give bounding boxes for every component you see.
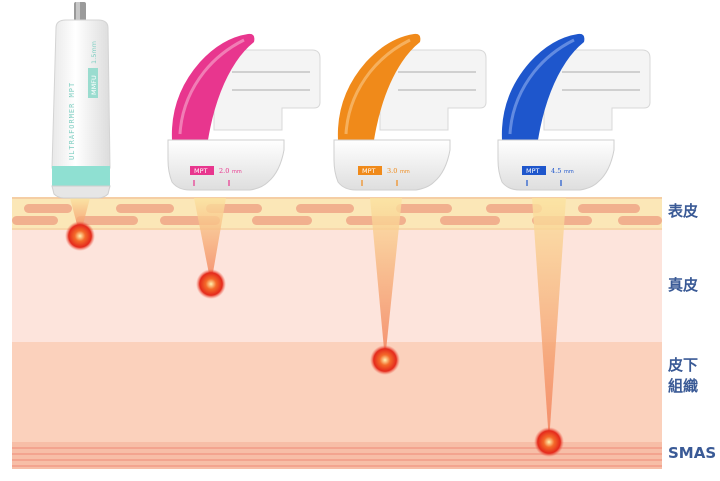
cartridge-orange-unit: mm [400,169,410,175]
handpiece-device: ULTRAFORMER MPT MMFU 1.5mm [51,2,111,199]
smas-layer [12,442,662,469]
focus-point-smas [534,427,564,457]
ultrasound-beam-4 [532,198,566,442]
handpiece-model-text: ULTRAFORMER MPT [68,82,76,160]
dermis-layer [12,230,662,342]
label-smas: SMAS [668,444,717,462]
cartridge-blue: MPT 4.5 mm [497,33,651,191]
cartridge-orange-badge: MPT [362,167,376,175]
cartridge-blue-unit: mm [564,169,574,175]
label-epidermis: 表皮 [668,202,699,220]
cartridge-pink-unit: mm [232,169,242,175]
cartridge-pink: MPT 2.0 mm [167,33,321,191]
cartridge-blue-depth: 4.5 [551,167,561,175]
handpiece-depth-text: 1.5mm [90,41,98,64]
focus-point-epidermis [65,221,95,251]
cartridge-pink-badge: MPT [194,167,208,175]
ultrasound-beam-3 [370,198,402,360]
label-dermis: 真皮 [668,276,699,294]
focus-point-subcutaneous [370,345,400,375]
focus-point-dermis [196,269,226,299]
subcutaneous-layer [12,342,662,442]
cartridge-orange-depth: 3.0 [387,167,397,175]
cartridge-pink-depth: 2.0 [219,167,229,175]
ultrasound-beam-2 [194,198,226,284]
label-subcutaneous: 皮下 組織 [668,356,699,395]
cartridge-blue-badge: MPT [526,167,540,175]
cartridge-orange: MPT 3.0 mm [333,33,487,191]
handpiece-badge-text: MMFU [90,75,98,95]
ultrasound-beam-1 [70,198,90,236]
